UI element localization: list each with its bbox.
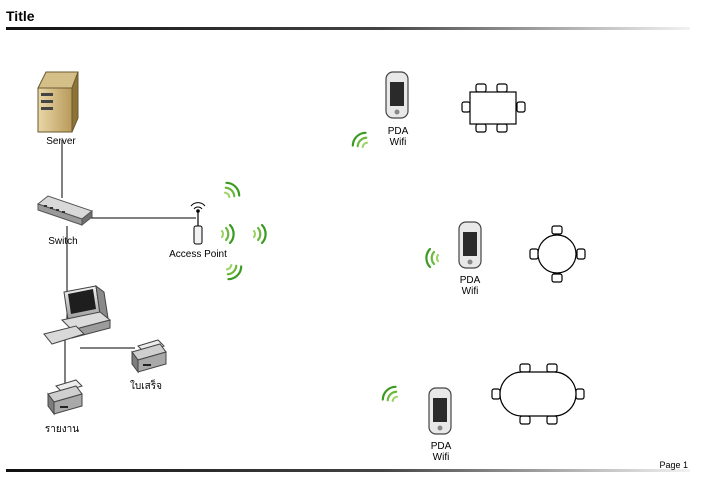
pda-label-3: PDA Wifi [421, 441, 461, 463]
page-title: Title [6, 8, 35, 24]
wifi-signal-icon [381, 385, 399, 403]
wifi-signal-icon [220, 223, 235, 245]
page-number: Page 1 [659, 460, 688, 470]
rectangular-table-icon [461, 83, 526, 133]
pda-label-1: PDA Wifi [378, 126, 418, 148]
switch-label: Switch [48, 236, 78, 247]
pda-label-line: PDA [430, 441, 452, 452]
wifi-signal-icon [351, 131, 369, 149]
wifi-signal-icon [425, 247, 440, 269]
access-point-label: Access Point [169, 249, 227, 260]
report-printer-label: รายงาน [44, 424, 80, 435]
round-table-icon [529, 225, 586, 283]
pda-icon-2 [458, 221, 482, 269]
server-label: Server [46, 136, 76, 147]
pda-label-line: PDA [387, 126, 409, 137]
connections [61, 140, 196, 383]
receipt-printer-label: ใบเสร็จ [130, 381, 162, 392]
receipt-printer-icon [131, 339, 167, 374]
pda-label-2: PDA Wifi [450, 275, 490, 297]
oval-table-icon [491, 363, 585, 425]
wifi-signal-icon [223, 181, 241, 199]
header-rule [6, 27, 690, 30]
workstation-icon [43, 284, 112, 345]
footer-rule [6, 469, 690, 472]
wifi-signal-icon [252, 223, 267, 245]
access-point-icon [190, 202, 206, 245]
pda-label-line: Wifi [389, 137, 407, 148]
server-icon [37, 71, 79, 133]
wifi-signal-icon [225, 263, 243, 281]
report-printer-icon [47, 379, 83, 416]
switch-icon [36, 195, 94, 227]
pda-icon-1 [385, 71, 409, 119]
pda-label-line: Wifi [432, 452, 450, 463]
pda-label-line: Wifi [461, 286, 479, 297]
pda-label-line: PDA [459, 275, 481, 286]
pda-icon-3 [428, 387, 452, 435]
wifi-signal-group [220, 131, 440, 403]
